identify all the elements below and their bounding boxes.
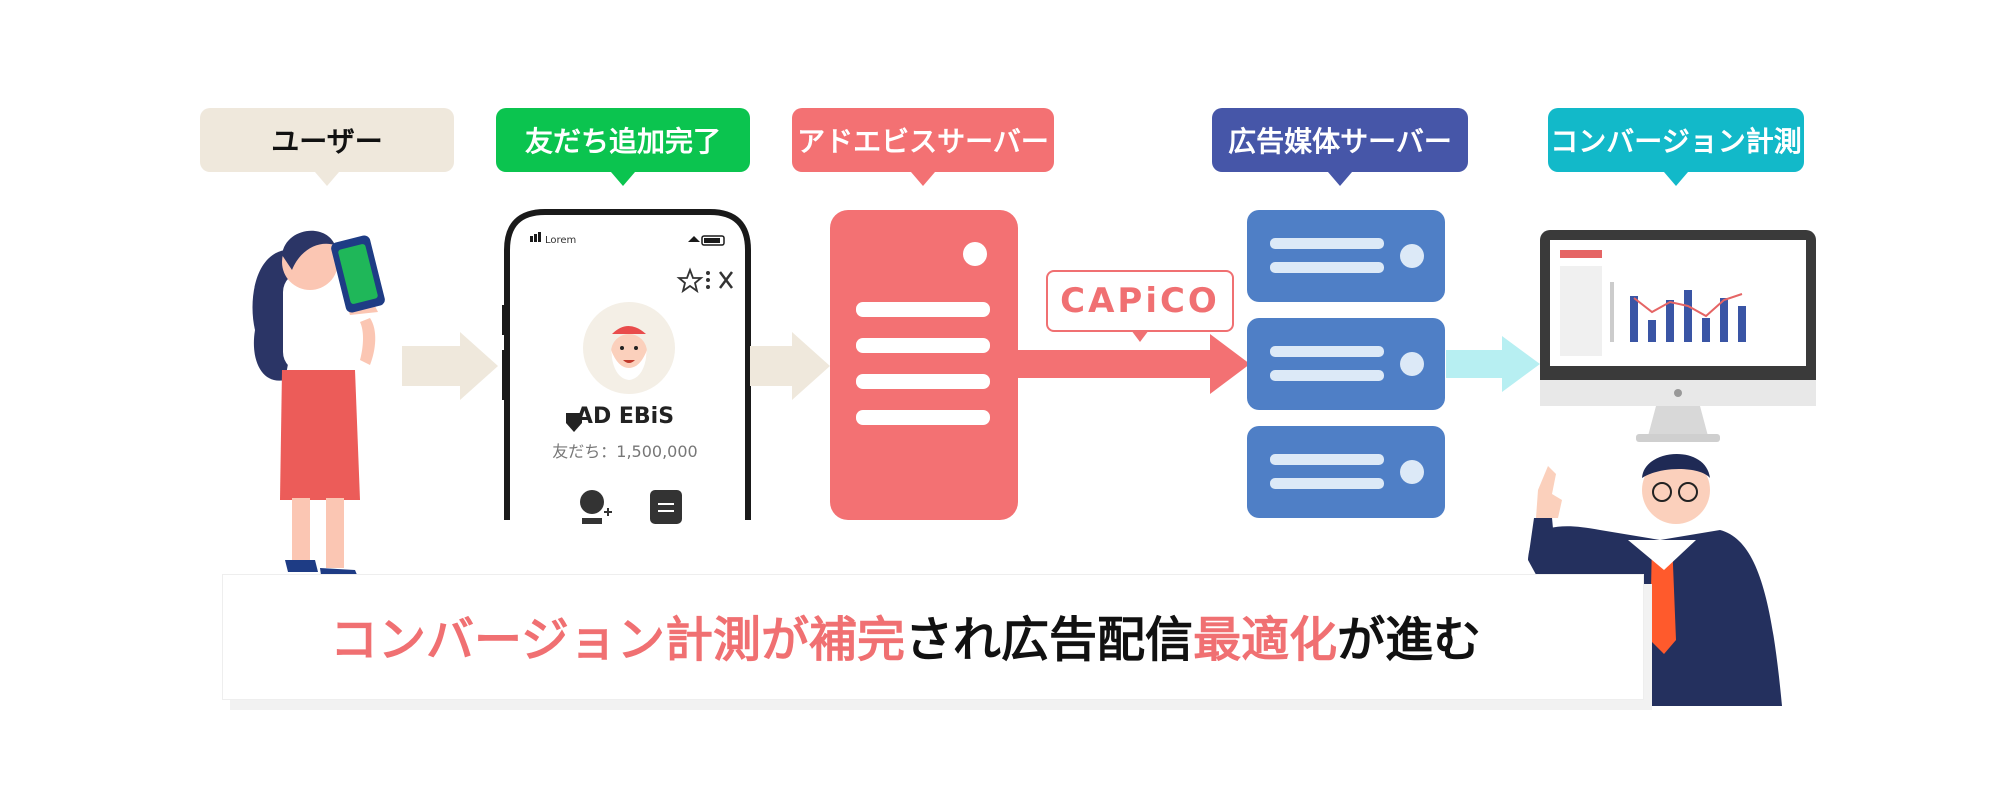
- shield-icon: [566, 413, 582, 432]
- phone-mockup: [502, 209, 751, 524]
- caption: コンバージョン計測が補完され広告配信最適化が進む: [330, 612, 1482, 668]
- close-icon[interactable]: [719, 271, 733, 289]
- arrow-media-to-monitor: [1446, 336, 1540, 392]
- label-user: ユーザー: [200, 108, 454, 186]
- star-icon[interactable]: [676, 267, 704, 294]
- avatar: [583, 302, 675, 394]
- adebis-server: [830, 210, 1018, 520]
- arrow-phone-to-adebis: [750, 332, 830, 400]
- more-icon[interactable]: [706, 271, 710, 289]
- arrow-adebis-to-media: [1018, 334, 1250, 394]
- monitor-dashboard: [1540, 230, 1816, 442]
- label-cv-measure: コンバージョン計測: [1548, 108, 1804, 186]
- friends-count: 友だち：1,500,000: [552, 442, 698, 461]
- label-friend-add: 友だち追加完了: [496, 108, 750, 186]
- tablet-icon: [331, 235, 385, 313]
- phone-carrier: Lorem: [545, 235, 577, 246]
- add-friend-icon[interactable]: [580, 490, 612, 524]
- account-name: AD EBiS: [575, 404, 675, 429]
- capico-label: CAPiCO: [1046, 270, 1234, 342]
- label-media-server: 広告媒体サーバー: [1212, 108, 1468, 186]
- media-server: [1247, 210, 1445, 518]
- caption-box: [222, 574, 1644, 700]
- arrow-user-to-phone: [402, 332, 498, 400]
- woman-illustration: [252, 230, 385, 582]
- label-adebis-server: アドエビスサーバー: [792, 108, 1054, 186]
- menu-icon[interactable]: [650, 490, 682, 524]
